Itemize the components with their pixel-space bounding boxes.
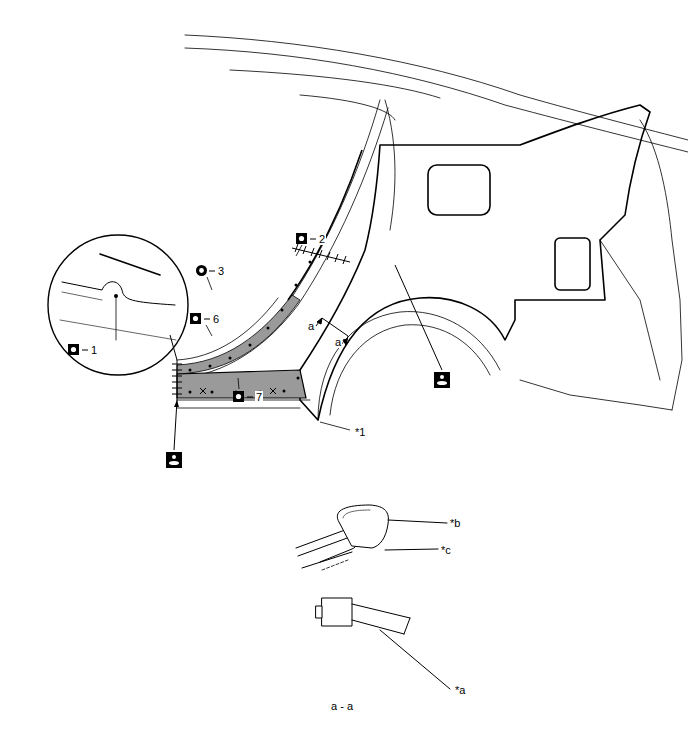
callout-number: 2 [318, 233, 326, 245]
callout-number: 7 [255, 391, 263, 403]
section-title: a - a [330, 700, 354, 712]
part-label: *1 [354, 426, 366, 438]
part-label: *c [440, 544, 452, 556]
part-label: *a [454, 684, 466, 696]
section-mark: a [334, 336, 342, 348]
callout-number: 1 [90, 344, 98, 356]
section-mark: a [307, 320, 315, 332]
callout-number: 3 [217, 265, 225, 277]
part-label: *b [449, 517, 461, 529]
callout-number: 6 [212, 313, 220, 325]
